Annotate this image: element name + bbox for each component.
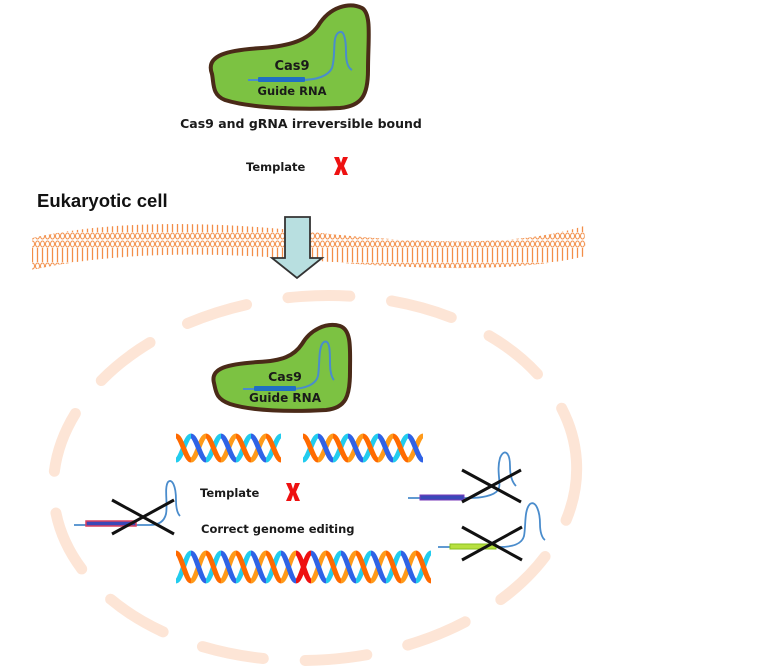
off-target-complex-right-1 bbox=[408, 451, 522, 504]
correct-editing-label: Correct genome editing bbox=[201, 522, 355, 536]
dna-strand-segment bbox=[189, 550, 208, 584]
dna-strand-segment bbox=[301, 433, 320, 463]
dna-strand-segment bbox=[174, 550, 193, 584]
dna-strand-segment bbox=[204, 433, 223, 463]
complex-caption: Cas9 and gRNA irreversible bound bbox=[180, 116, 422, 131]
guide-rna-label: Guide RNA bbox=[249, 391, 322, 405]
dna-strand-segment bbox=[406, 433, 425, 463]
dna-strand-segment bbox=[414, 550, 433, 584]
dna-strand-segment bbox=[361, 433, 380, 463]
dna-helix-left bbox=[174, 433, 283, 463]
dna-helix-edited bbox=[174, 550, 433, 584]
dna-strand-segment bbox=[346, 433, 365, 463]
dna-strand-segment bbox=[324, 550, 343, 584]
dna-strand-segment bbox=[234, 433, 253, 463]
dna-strand-segment bbox=[219, 433, 238, 463]
template-label-top: Template bbox=[246, 160, 306, 174]
dna-strand-segment bbox=[204, 550, 223, 584]
guide-rna-bar bbox=[258, 77, 305, 82]
guide-rna-strand bbox=[243, 340, 335, 390]
cross-out-icon bbox=[461, 525, 523, 562]
cas9-label: Cas9 bbox=[274, 59, 309, 74]
dna-strand-segment bbox=[399, 550, 418, 584]
red-x-icon bbox=[286, 483, 300, 501]
dna-strand-segment bbox=[234, 550, 253, 584]
guide-rna-strand bbox=[248, 30, 353, 81]
guide-rna-label: Guide RNA bbox=[258, 84, 327, 98]
dna-strand-segment bbox=[174, 433, 193, 463]
off-target-complex-right-2 bbox=[438, 502, 546, 562]
red-x-icon bbox=[334, 157, 348, 175]
dna-strand-segment bbox=[249, 433, 268, 463]
cas9-complex-top: Cas9 Guide RNA bbox=[208, 3, 371, 111]
eukaryotic-cell-label: Eukaryotic cell bbox=[37, 190, 168, 211]
dna-strand-segment bbox=[189, 433, 208, 463]
cas9-label: Cas9 bbox=[268, 369, 302, 384]
dna-strand-segment bbox=[279, 550, 298, 584]
off-target-complex-left bbox=[74, 480, 181, 536]
dna-strand-segment bbox=[331, 433, 350, 463]
dna-strand-segment bbox=[384, 550, 403, 584]
dna-strand-segment bbox=[249, 550, 268, 584]
template-label-nucleus: Template bbox=[200, 486, 260, 500]
dna-strand-segment bbox=[219, 550, 238, 584]
dna-strand-segment bbox=[354, 550, 373, 584]
cas9-complex-nucleus: Cas9 Guide RNA bbox=[211, 323, 353, 413]
cross-out-icon bbox=[461, 468, 522, 504]
dna-strand-segment bbox=[316, 433, 335, 463]
dna-strand-segment bbox=[264, 550, 283, 584]
dna-strand-segment bbox=[264, 433, 283, 463]
dna-strand-segment bbox=[339, 550, 358, 584]
cas9-protein-shape bbox=[208, 3, 371, 111]
guide-rna-bar bbox=[254, 386, 296, 391]
dna-strand-segment bbox=[369, 550, 388, 584]
dna-strand-segment bbox=[391, 433, 410, 463]
dna-strand-segment bbox=[309, 550, 328, 584]
nucleus-envelope bbox=[47, 290, 583, 666]
down-arrow-icon bbox=[269, 216, 325, 280]
dna-helix-right bbox=[301, 433, 425, 463]
cross-out-icon bbox=[111, 498, 175, 536]
dna-strand-segment bbox=[294, 550, 313, 584]
dna-strand-segment bbox=[376, 433, 395, 463]
